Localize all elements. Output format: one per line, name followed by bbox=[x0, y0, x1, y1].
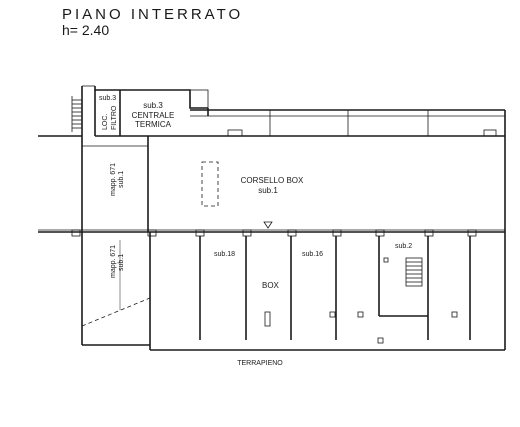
mapp-lower-label: mapp. 671 sub.1 bbox=[110, 245, 125, 278]
page-title: PIANO INTERRATO bbox=[62, 6, 244, 23]
mapp-upper-label: mapp. 671 sub.1 bbox=[110, 163, 125, 196]
terrapieno-label: TERRAPIENO bbox=[237, 360, 283, 367]
svg-text:TERMICA: TERMICA bbox=[135, 120, 172, 129]
loc-filtro-label: LOC. FILTRO bbox=[102, 105, 118, 130]
svg-text:mapp. 671: mapp. 671 bbox=[110, 245, 117, 278]
svg-text:mapp. 671: mapp. 671 bbox=[110, 163, 117, 196]
svg-text:sub.1: sub.1 bbox=[258, 186, 278, 195]
height-label: h= 2.40 bbox=[62, 22, 110, 38]
outer-walls bbox=[38, 85, 506, 232]
sub16-label: sub.16 bbox=[302, 251, 323, 258]
svg-text:CENTRALE: CENTRALE bbox=[132, 111, 175, 120]
stair-upper bbox=[71, 96, 82, 132]
svg-text:sub.3: sub.3 bbox=[143, 101, 163, 110]
svg-text:CORSELLO BOX: CORSELLO BOX bbox=[241, 176, 304, 185]
ramp-outline bbox=[201, 161, 219, 207]
middle-wall bbox=[38, 221, 505, 237]
sub3-small-label: sub.3 bbox=[99, 95, 116, 102]
lower-boxes bbox=[81, 232, 506, 351]
centrale-termica-label: sub.3 CENTRALE TERMICA bbox=[132, 101, 175, 129]
corsello-label: CORSELLO BOX sub.1 bbox=[241, 176, 304, 195]
sub18-label: sub.18 bbox=[214, 251, 235, 258]
sub2-label: sub.2 bbox=[395, 243, 412, 250]
svg-text:sub.1: sub.1 bbox=[118, 171, 125, 188]
svg-text:LOC.: LOC. bbox=[102, 114, 109, 130]
box-label: BOX bbox=[262, 281, 280, 290]
svg-text:sub.1: sub.1 bbox=[118, 254, 125, 271]
svg-text:FILTRO: FILTRO bbox=[111, 105, 118, 130]
